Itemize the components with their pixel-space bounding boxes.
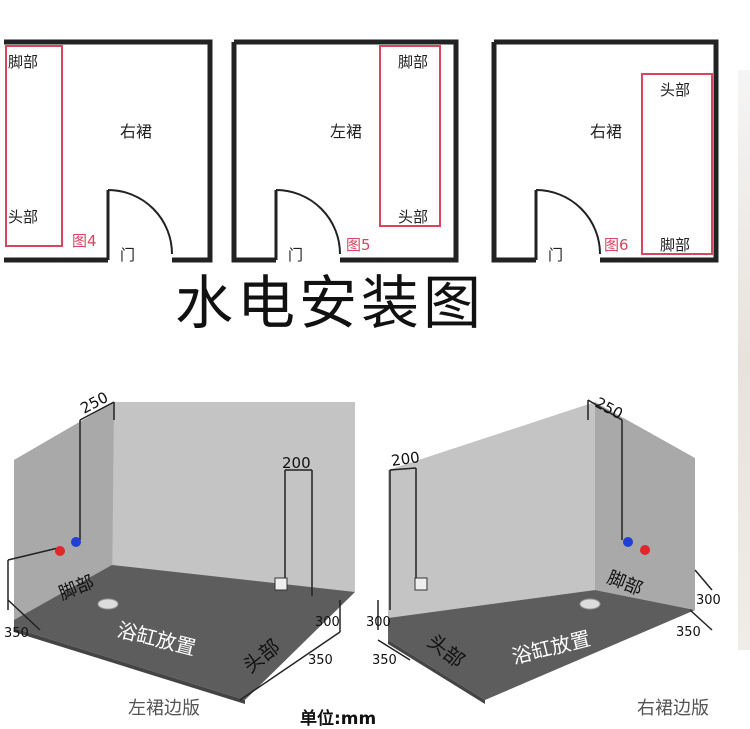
right-caption: 右裙边版 [637,698,709,719]
side-label: 右裙 [120,122,152,141]
tub-outline [5,45,63,247]
door-label: 门 [548,246,563,264]
dim-end: 350 [308,653,333,668]
dim-height: 300 [696,593,721,608]
foot-label: 脚部 [660,236,690,254]
floor-drain [97,598,119,610]
floor-drain [579,598,601,610]
unit-label: 单位:mm [300,709,377,729]
dim-socket: 200 [282,454,311,472]
installation-diagrams: 250 200 300 350 350 脚部 浴缸放置 头部 250 [4,388,721,704]
tub-outline [379,45,441,227]
edge-strip [738,70,750,650]
floor-plan-4: 脚部 头部 图4 右裙 门 [4,39,213,264]
dim-width: 350 [676,625,701,640]
cold-water-pipe [623,537,633,547]
figure-label: 图4 [72,232,97,250]
page-title: 水电安装图 [174,269,485,337]
head-label: 头部 [660,81,690,99]
power-outlet [274,577,288,591]
door-label: 门 [288,246,303,264]
power-outlet [414,577,428,591]
side-label: 右裙 [590,122,622,141]
cold-water-pipe [71,537,81,547]
dim-height: 300 [315,615,340,630]
floor-plan-6: 头部 脚部 图6 右裙 门 [491,39,719,264]
dim-socket: 200 [390,448,421,470]
floor-plans: 脚部 头部 图4 右裙 门 脚部 头部 图5 左裙 门 头部 脚部 图6 右裙 … [4,39,719,264]
dim-end: 350 [372,653,397,668]
hot-water-pipe [55,546,65,556]
foot-label: 脚部 [8,53,38,71]
left-install-diagram: 250 200 300 350 350 脚部 浴缸放置 头部 [4,388,355,704]
foot-label: 脚部 [398,53,428,71]
head-label: 头部 [8,208,38,226]
dim-height-left: 300 [366,615,391,630]
figure-label: 图6 [604,236,629,254]
hot-water-pipe [640,545,650,555]
side-label: 左裙 [330,122,362,141]
right-install-diagram: 250 200 300 350 350 300 脚部 浴缸放置 头部 [366,394,721,704]
left-caption: 左裙边版 [128,698,200,719]
floor-plan-5: 脚部 头部 图5 左裙 门 [231,39,459,264]
tub-outline [641,73,713,255]
figure-label: 图5 [346,236,371,254]
head-label: 头部 [398,208,428,226]
door-label: 门 [120,246,135,264]
dim-width: 350 [4,626,29,641]
